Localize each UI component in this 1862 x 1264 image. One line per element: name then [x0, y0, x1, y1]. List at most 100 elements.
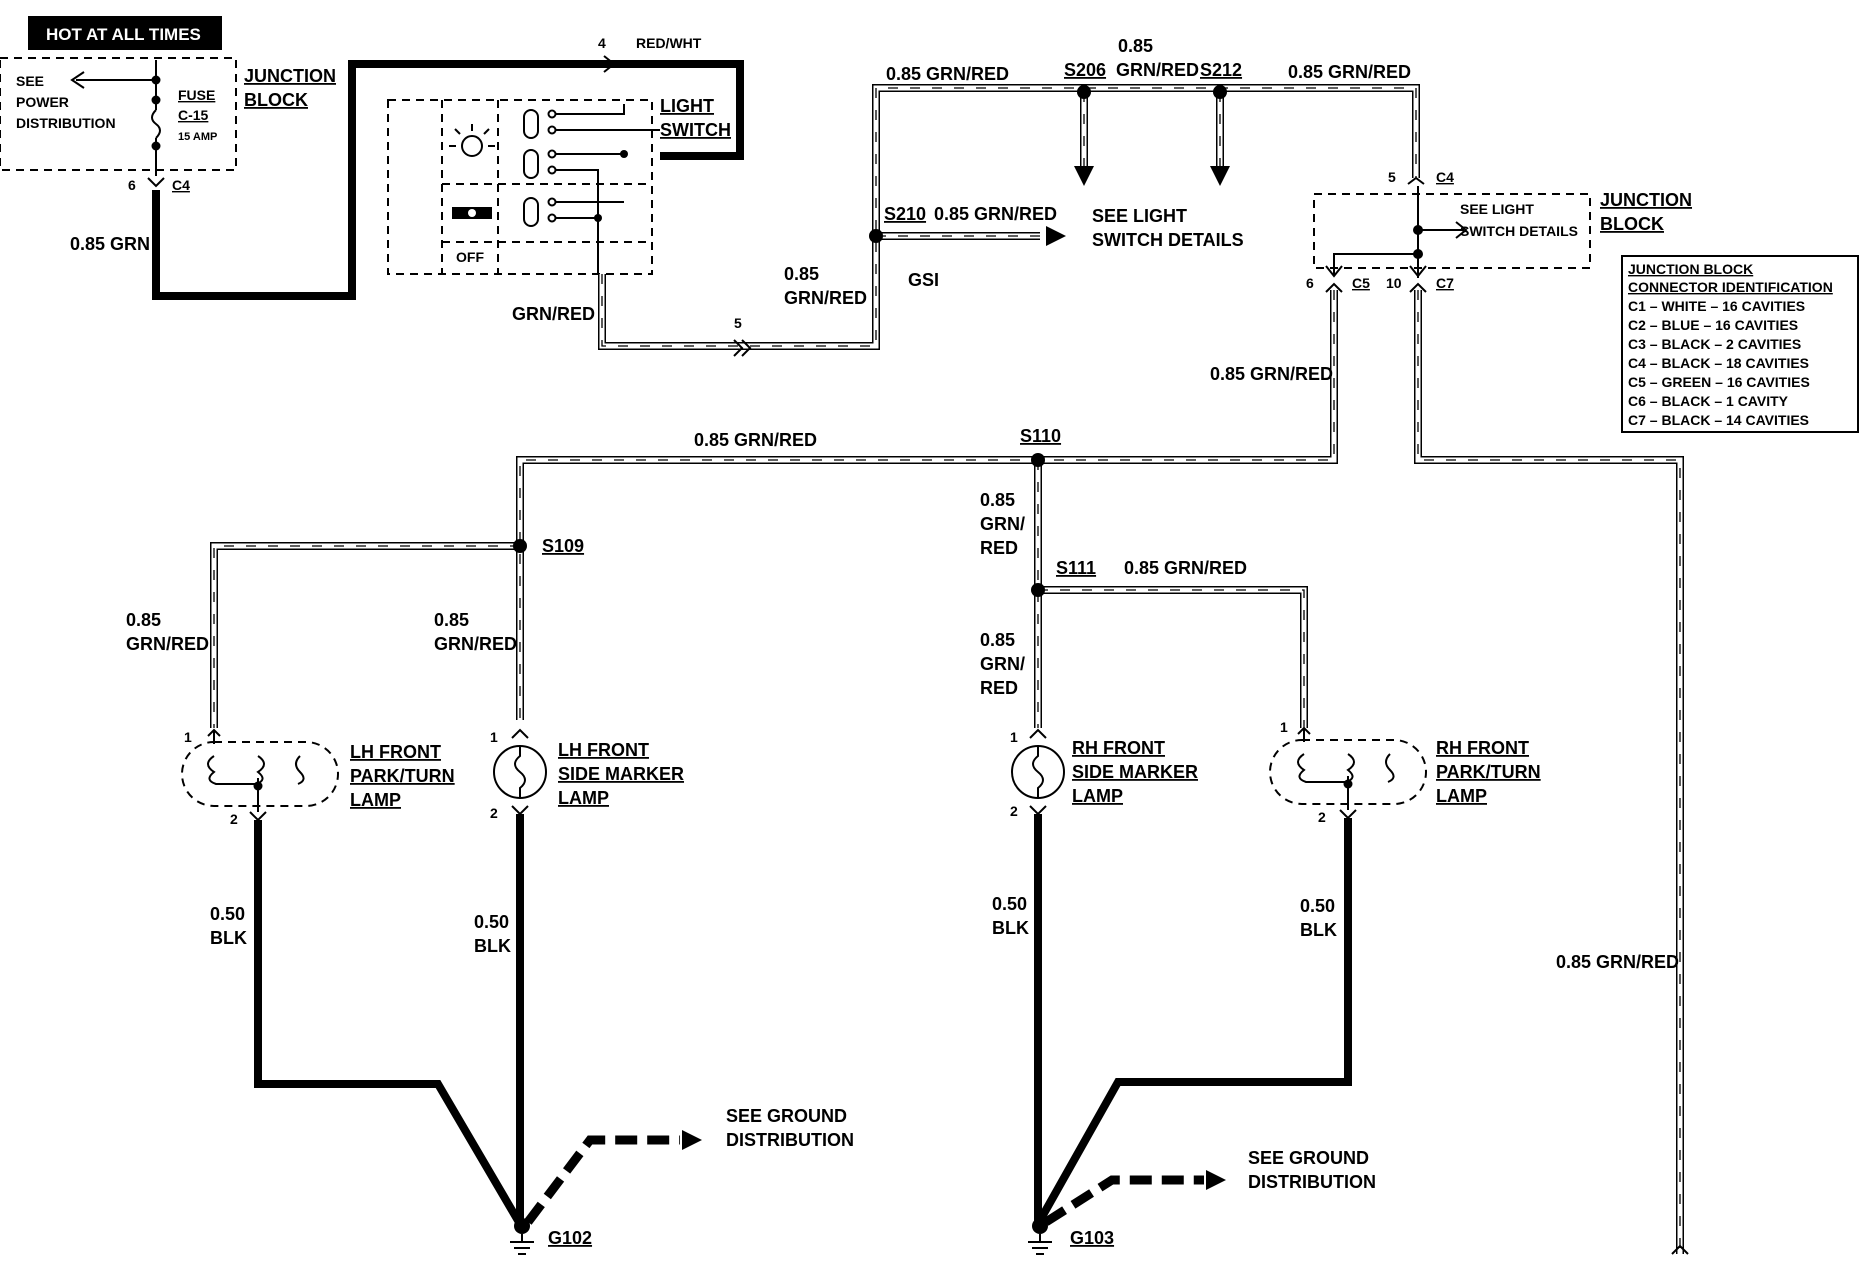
rh-side-blk-label-2: BLK [992, 918, 1029, 938]
c4-connector-symbol [147, 177, 165, 188]
splice-s206-label: S206 [1064, 60, 1106, 80]
g102-label: G102 [548, 1228, 592, 1248]
splice-s210-label: S210 [884, 204, 926, 224]
jb-internal-node-2 [1413, 249, 1423, 259]
g102-see-ground-1: SEE GROUND [726, 1106, 847, 1126]
g103-see-ground-2: DISTRIBUTION [1248, 1172, 1376, 1192]
junction-block-label-2: BLOCK [244, 90, 308, 110]
g103-see-ground-head [1206, 1170, 1226, 1190]
rh-side-bulb-icon [1032, 746, 1044, 798]
left-run-wire-label: 0.85 GRN/RED [694, 430, 817, 450]
right-long-wire-end [1671, 1244, 1689, 1255]
fuse-amp: 15 AMP [178, 131, 217, 143]
vertical-wire-label-1: 0.85 [784, 264, 819, 284]
switch-pin-4: 4 [598, 35, 606, 51]
power-arrow-head [70, 71, 85, 89]
light-switch-label-2: SWITCH [660, 120, 731, 140]
lh-park-pin-1: 1 [184, 729, 192, 745]
lh-park-blk-label-2: BLK [210, 928, 247, 948]
c4-right-pin: 5 [1388, 169, 1396, 185]
s210-arrow-head [1046, 226, 1066, 246]
c4-right-label: C4 [1436, 169, 1454, 185]
rh-park-blk-label-2: BLK [1300, 920, 1337, 940]
rh-park-ground-wire [1034, 818, 1352, 1226]
jb-internal-left [1333, 253, 1418, 276]
c7-pin: 10 [1386, 275, 1402, 291]
rh-side-pin-2: 2 [1010, 803, 1018, 819]
lh-park-label-3: LAMP [350, 790, 401, 810]
splice-s111-node [1031, 583, 1045, 597]
connector-id-title-2: CONNECTOR IDENTIFICATION [1628, 279, 1833, 295]
lh-side-wire-label-2: GRN/RED [434, 634, 517, 654]
splice-s109-label: S109 [542, 536, 584, 556]
lh-side-pin-2: 2 [490, 805, 498, 821]
jb-internal-node-1 [1413, 225, 1423, 235]
splice-s210-node [869, 229, 883, 243]
rh-side-blk-label-1: 0.50 [992, 894, 1027, 914]
rh-park-pin-1: 1 [1280, 719, 1288, 735]
right-junction-box [1313, 193, 1591, 269]
s110-down-label-1: 0.85 [980, 490, 1015, 510]
g102-see-ground-head [682, 1130, 702, 1150]
switch-contacts [523, 104, 660, 274]
c5-down-wire-label: 0.85 GRN/RED [1210, 364, 1333, 384]
rh-side-pin-1: 1 [1010, 729, 1018, 745]
rh-side-pin2-connector [1029, 805, 1047, 816]
connector-id-row-3: C3 – BLACK – 2 CAVITIES [1628, 336, 1801, 352]
g102-ground-icon [510, 1218, 534, 1255]
rh-side-wire-label-1: 0.85 [980, 630, 1015, 650]
lh-side-label-2: SIDE MARKER [558, 764, 684, 784]
jb-internal-arrow-head [1455, 221, 1468, 239]
rh-park-pin2-connector [1339, 809, 1357, 820]
lh-side-label-1: LH FRONT [558, 740, 649, 760]
lh-park-pin2-connector [249, 811, 267, 822]
lh-side-bulb-icon [514, 746, 526, 798]
fuse-node-bottom [151, 141, 161, 151]
c5-pin: 6 [1306, 275, 1314, 291]
lh-side-pin-1: 1 [490, 729, 498, 745]
light-switch-label-1: LIGHT [660, 96, 714, 116]
grn-wire-label: 0.85 GRN [70, 234, 150, 254]
fuse-junction-box [0, 57, 237, 171]
fuse-node-mid [151, 95, 161, 105]
jb-internal-bottom-head [1409, 265, 1427, 278]
c4-right-connector [1407, 176, 1425, 185]
g102-see-ground-dash [524, 1135, 680, 1225]
rh-park-bulb-icon [1297, 726, 1395, 810]
lh-park-lamp-housing [181, 741, 339, 807]
switch-out-wire-label: GRN/RED [512, 304, 595, 324]
connector-id-row-1: C1 – WHITE – 16 CAVITIES [1628, 298, 1805, 314]
see-power-label-1: SEE [16, 73, 44, 89]
rh-park-pin-2: 2 [1318, 809, 1326, 825]
pin4-connector [603, 55, 616, 73]
grn-red-wire-network [210, 84, 1684, 1254]
s210-wire-label: 0.85 GRN/RED [934, 204, 1057, 224]
lh-side-label-3: LAMP [558, 788, 609, 808]
switch-pin5-connector-2 [741, 339, 752, 357]
parking-lamp-icon [452, 207, 492, 219]
rh-side-wire-label-2: GRN/ [980, 654, 1025, 674]
lh-park-blk-label-1: 0.50 [210, 904, 245, 924]
lh-side-blk-label-1: 0.50 [474, 912, 509, 932]
g103-see-ground-1: SEE GROUND [1248, 1148, 1369, 1168]
power-wire-grn [152, 60, 608, 300]
rh-side-label-2: SIDE MARKER [1072, 762, 1198, 782]
rh-park-blk-label-1: 0.50 [1300, 896, 1335, 916]
s212-arrow-head [1210, 166, 1230, 186]
g103-see-ground-dash [1043, 1175, 1204, 1226]
lh-park-ground-wire [254, 820, 524, 1227]
rh-side-wire-label-3: RED [980, 678, 1018, 698]
gsi-label: GSI [908, 270, 939, 290]
rh-park-label-1: RH FRONT [1436, 738, 1529, 758]
power-wire-red-wht [608, 60, 744, 160]
lh-side-wire-label-1: 0.85 [434, 610, 469, 630]
red-wht-label: RED/WHT [636, 35, 702, 51]
see-light-switch-2: SWITCH DETAILS [1092, 230, 1244, 250]
s110-down-label-2: GRN/ [980, 514, 1025, 534]
top-mid-wire-label-1: 0.85 [1118, 36, 1153, 56]
vertical-wire-label-2: GRN/RED [784, 288, 867, 308]
right-long-wire-label: 0.85 GRN/RED [1556, 952, 1679, 972]
splice-s212-label: S212 [1200, 60, 1242, 80]
g103-label: G103 [1070, 1228, 1114, 1248]
